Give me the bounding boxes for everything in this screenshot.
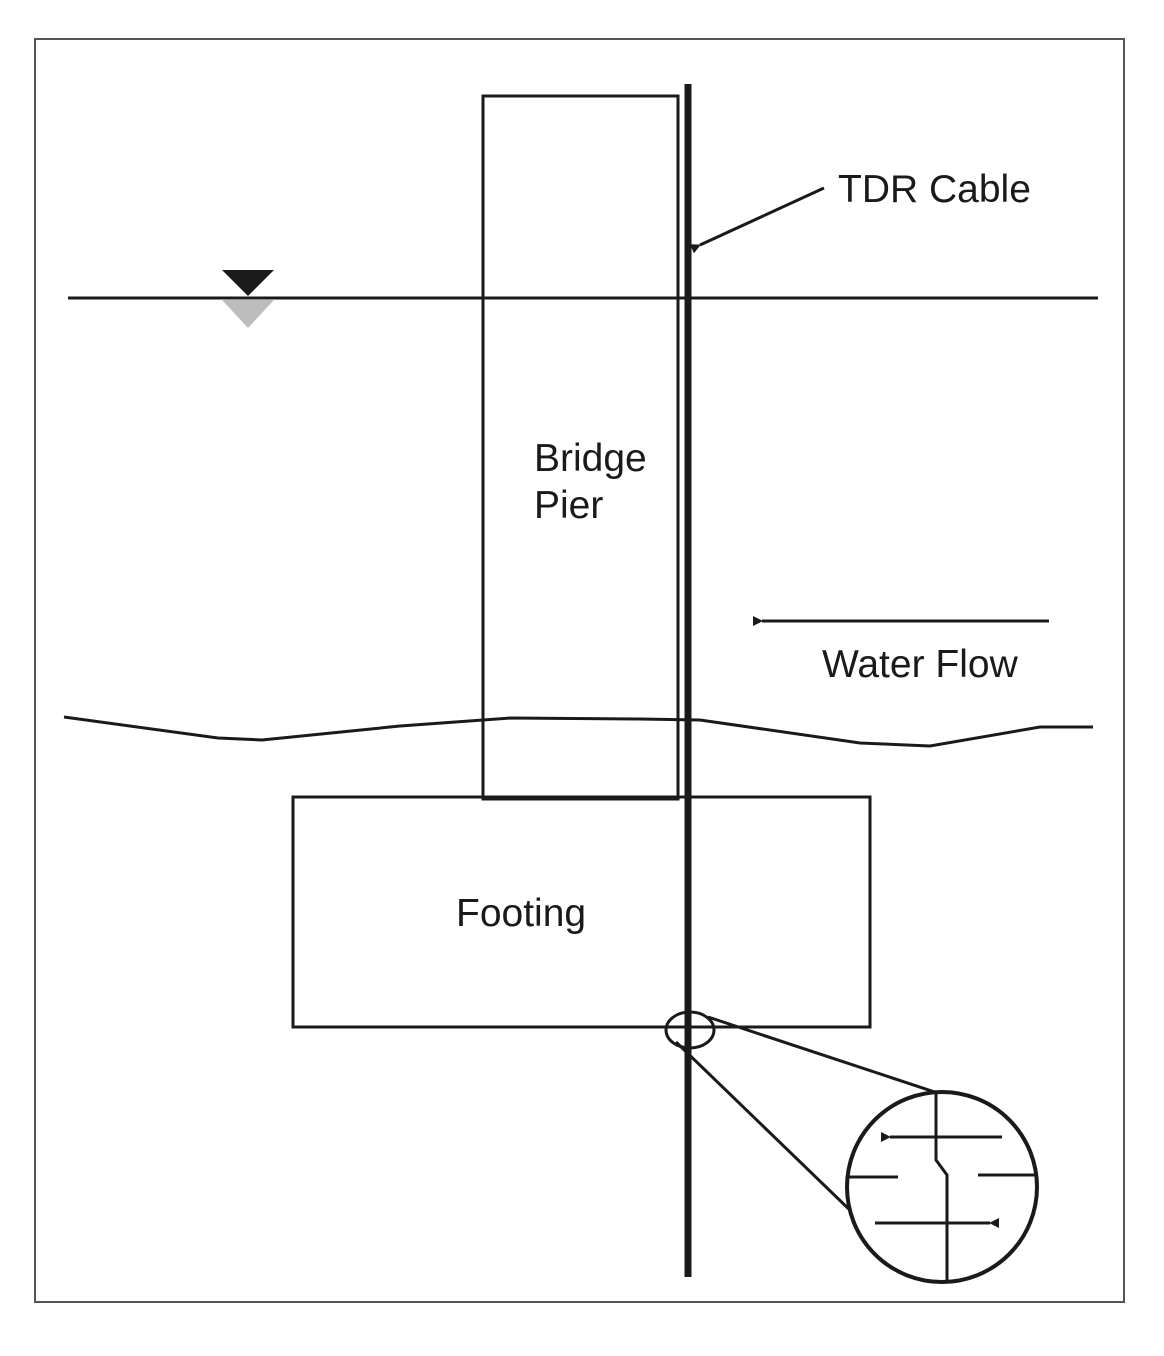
water-level-marker-top (222, 270, 274, 296)
callout-connector-lower (674, 1040, 857, 1217)
magnified-shear-detail (845, 1090, 1039, 1284)
magnified-detail-circle (845, 1090, 1039, 1284)
water-flow-label: Water Flow (822, 643, 1019, 686)
bridge-pier (481, 94, 680, 801)
bridge-pier-label-line2: Pier (534, 484, 603, 527)
bridge-pier-label-line1: Bridge (534, 437, 647, 480)
tdr-cable-pointer-arrow (689, 186, 825, 254)
footing (291, 795, 872, 1029)
detail-callout-ellipse (664, 1010, 716, 1050)
tdr-cable-label: TDR Cable (838, 168, 1031, 211)
footing-label: Footing (456, 892, 586, 935)
riverbed-line (63, 715, 1093, 748)
figure-frame (34, 38, 1125, 1303)
water-level-marker-bottom (222, 300, 274, 328)
sheared-cable (934, 1092, 949, 1282)
